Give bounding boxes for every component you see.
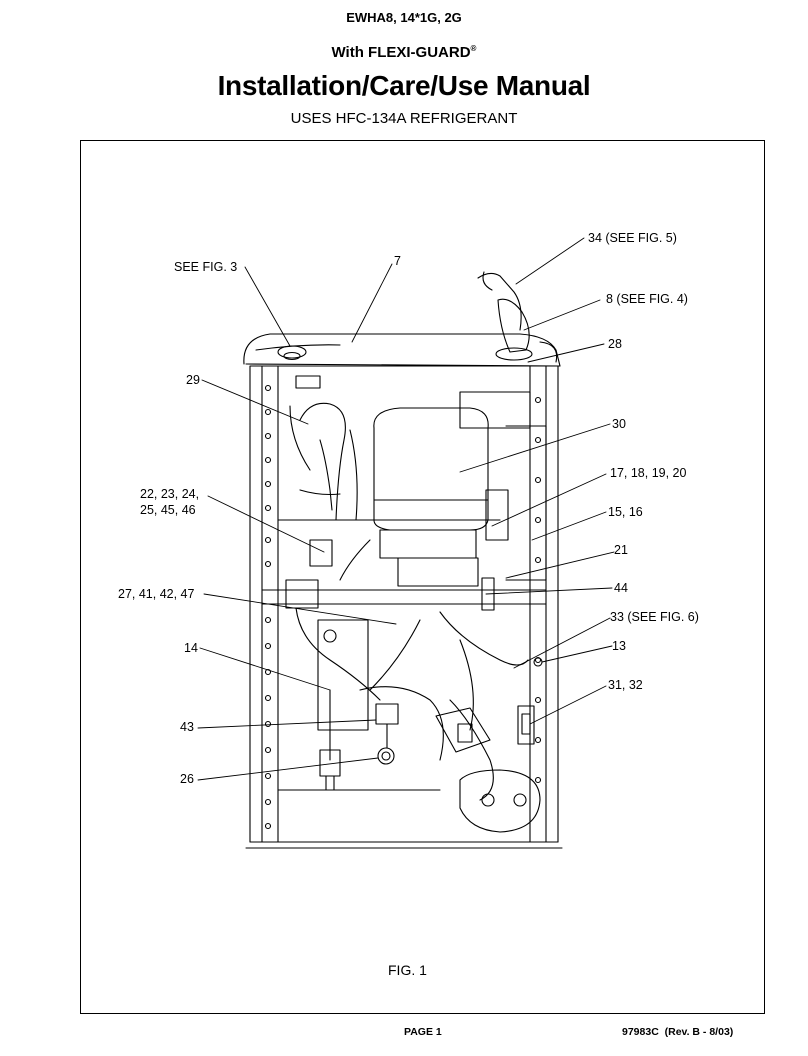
callout-30: 30 [612,417,626,431]
callout-22-24: 22, 23, 24, [140,487,200,501]
callout-15-16: 15, 16 [608,505,643,519]
callout-34: 34 (SEE FIG. 5) [588,231,677,245]
page-number: PAGE 1 [404,1026,442,1038]
model-numbers: EWHA8, 14*1G, 2G [346,10,462,25]
callout-28: 28 [608,337,622,351]
tubing [285,402,529,801]
page-title: Installation/Care/Use Manual [217,70,591,101]
top-cover [243,333,561,367]
chiller-tank [317,619,369,761]
drain-fitting [277,345,321,389]
callout-21: 21 [614,543,628,557]
callout-43: 43 [180,720,194,734]
subtitle: With FLEXI-GUARD® [0,44,808,61]
compressor [373,407,489,587]
subtitle-text: With FLEXI-GUARD [331,44,471,61]
callout-see-fig-3: SEE FIG. 3 [174,260,238,274]
callout-29: 29 [186,373,200,387]
callout-25-46: 25, 45, 46 [140,503,196,517]
callout-8: 8 (SEE FIG. 4) [606,292,688,306]
callout-27-47: 27, 41, 42, 47 [118,587,195,601]
callout-44: 44 [614,581,628,595]
callout-26: 26 [180,772,194,786]
callout-13: 13 [612,639,626,653]
callout-31-32: 31, 32 [608,678,643,692]
bubbler-assembly [477,271,558,363]
document-number: 97983C (Rev. B - 8/03) [622,1026,734,1038]
refrigerant-note: USES HFC-134A REFRIGERANT [290,110,518,127]
side-holes [264,384,542,830]
leader-lines [197,237,615,781]
cabinet-frame [245,365,563,849]
tee-fitting [375,703,399,749]
figure-frame [80,140,765,1014]
regulator [459,769,541,833]
callout-33: 33 (SEE FIG. 6) [610,610,699,624]
callout-14: 14 [184,641,198,655]
registered-mark: ® [470,44,477,53]
callout-7: 7 [394,254,401,268]
condenser [459,391,547,611]
callout-17-20: 17, 18, 19, 20 [610,466,687,480]
electrical-assembly [435,705,535,753]
strain-relief [377,747,395,765]
figure-caption: FIG. 1 [388,962,427,978]
